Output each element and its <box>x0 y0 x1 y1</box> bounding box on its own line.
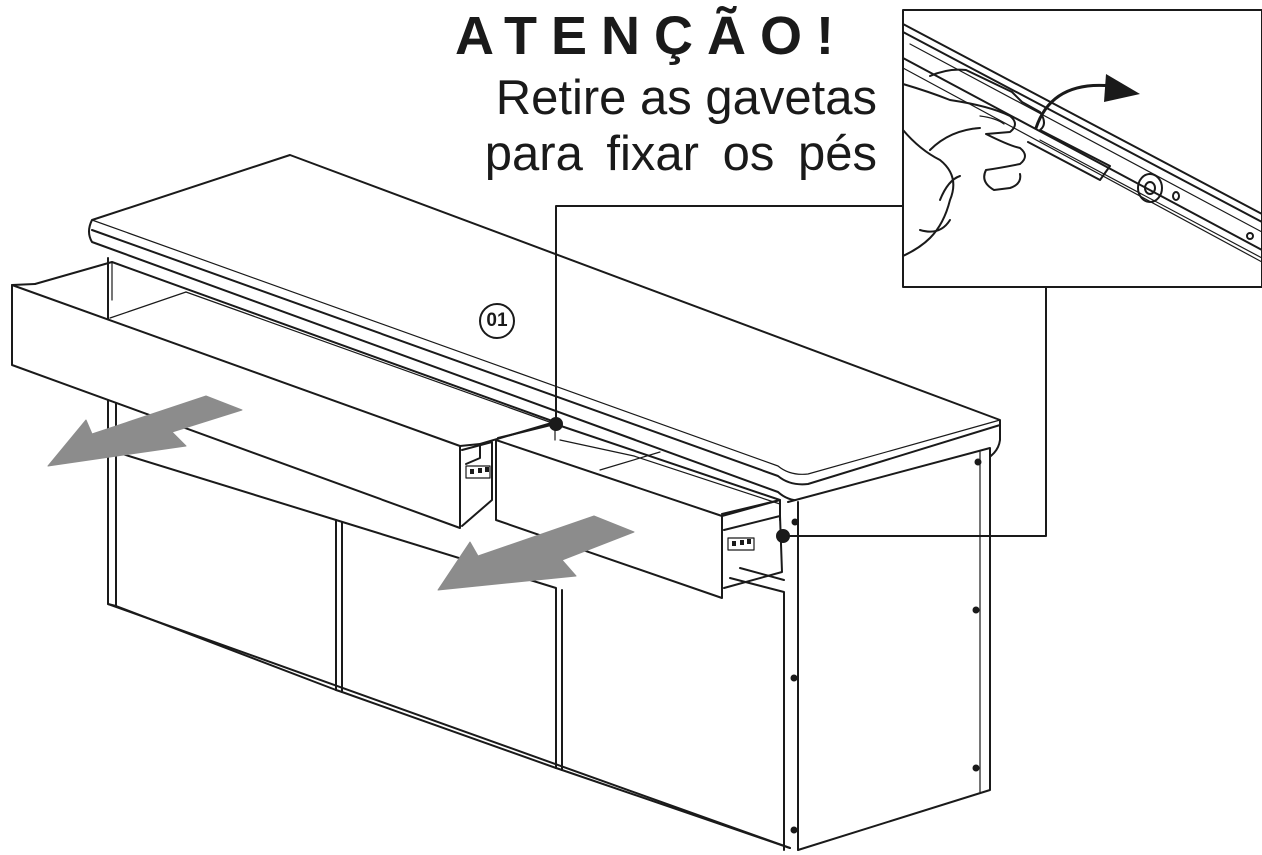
left-drawer <box>11 261 556 529</box>
attention-heading: ATENÇÃO! <box>455 6 848 66</box>
marker-dot-icon <box>549 417 563 431</box>
cabinet-side-panel <box>787 447 991 851</box>
instruction-line-1: Retire as gavetas <box>495 71 877 125</box>
callout-leaders <box>549 205 1047 543</box>
pull-arrow-right-icon <box>437 515 635 591</box>
right-drawer <box>495 423 783 599</box>
instruction-line-2: para fixar os pés <box>484 127 877 181</box>
cabinet-top <box>88 154 1001 502</box>
curved-arrow-icon <box>1034 83 1114 130</box>
pull-arrow-left-icon <box>47 395 243 467</box>
marker-dot-icon <box>776 529 790 543</box>
step-number-badge: 01 <box>479 303 515 339</box>
detail-inset <box>902 9 1262 288</box>
